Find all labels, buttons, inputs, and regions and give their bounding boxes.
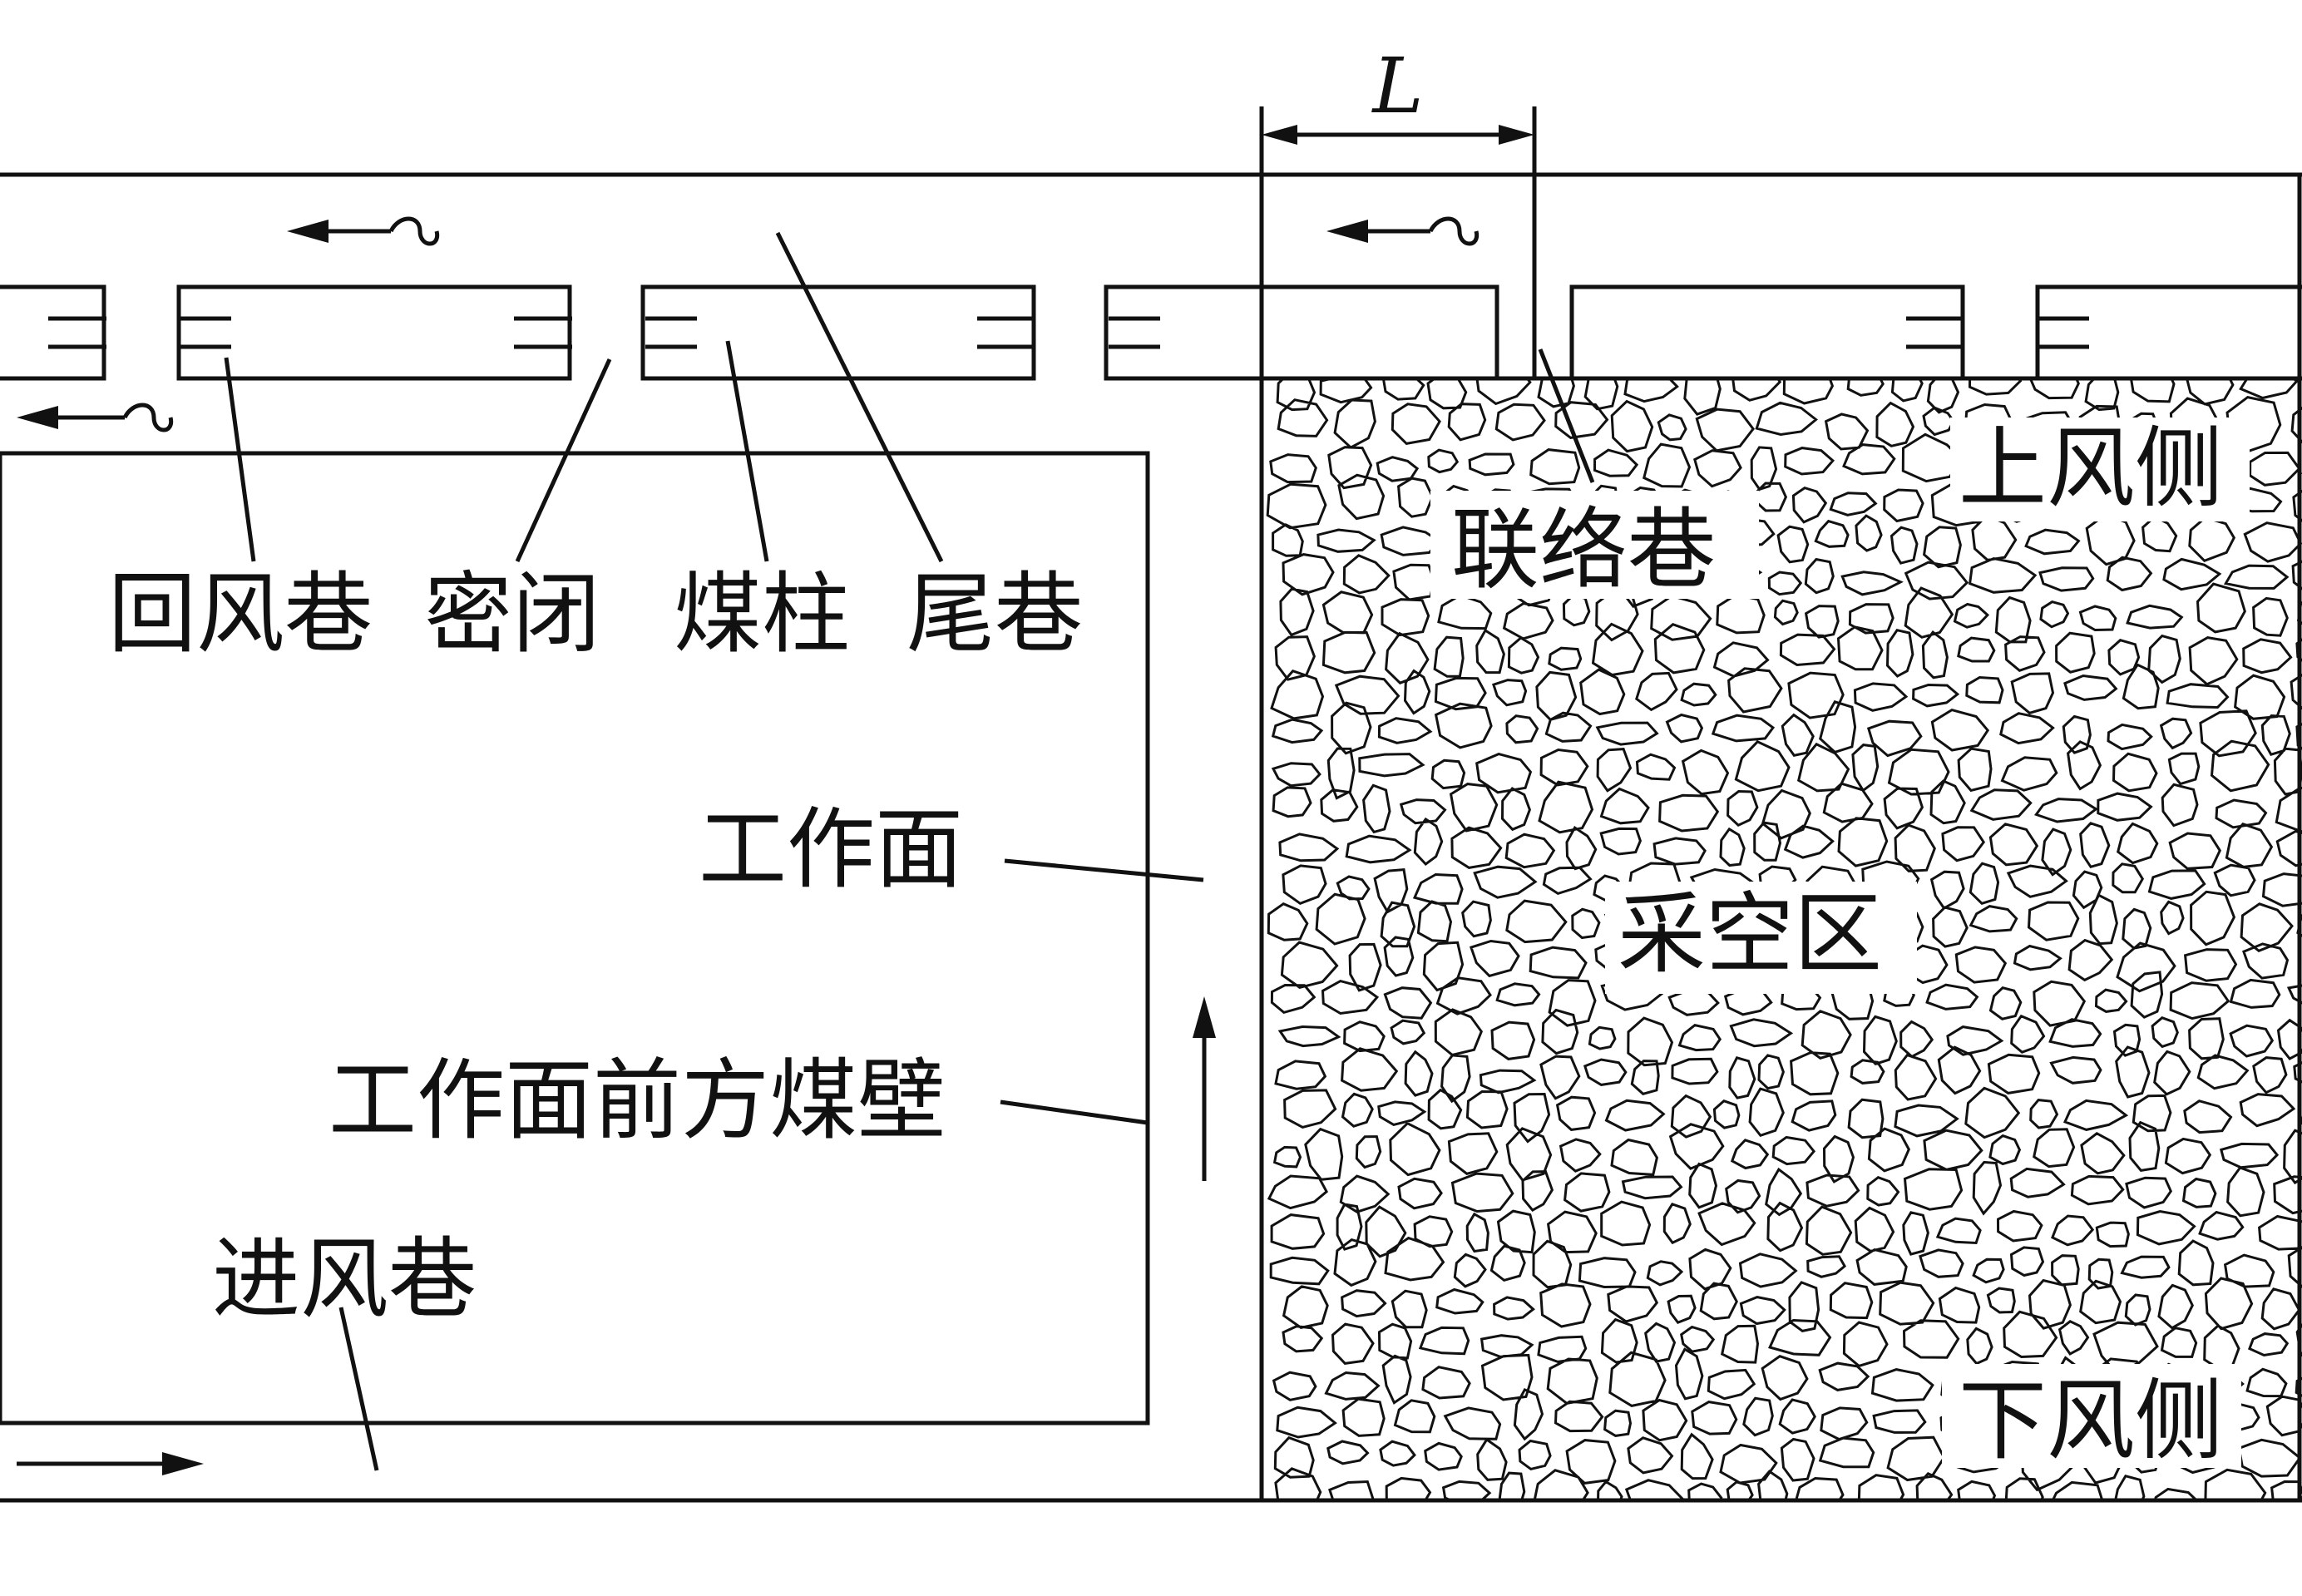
leader-seal: [515, 358, 612, 563]
leader-tail-roadway: [775, 231, 944, 563]
dimension-l: L: [1259, 42, 1537, 378]
coal-block: [0, 451, 1150, 1426]
seal-symbol: [514, 316, 697, 349]
leader-connecting-roadway: [1538, 348, 1595, 483]
coal-pillar: [2035, 284, 2302, 381]
leader-working-face: [1004, 858, 1204, 882]
seals: [48, 316, 2089, 349]
label-goaf: 采空区: [1618, 883, 1882, 986]
coal-pillars: [0, 284, 2302, 381]
label-return-airway: 回风巷: [108, 563, 373, 665]
label-seal: 密闭: [424, 563, 600, 665]
label-coal-pillar: 煤柱: [674, 563, 850, 665]
label-coal-wall-ahead: 工作面前方煤壁: [329, 1050, 946, 1152]
label-working-face: 工作面: [699, 798, 963, 901]
roadway-frame: [0, 172, 2302, 1503]
leader-lines: [224, 231, 1595, 1471]
airflow-arrows: [17, 216, 1480, 1475]
labels: 回风巷 密闭 煤柱 尾巷 联络巷 上风侧 工作面 采空区 工作面前方煤壁 进风巷…: [108, 418, 2223, 1472]
seal-symbol: [48, 316, 231, 349]
leader-coal-wall: [1000, 1099, 1149, 1125]
return-airway-airflow-arrow: [17, 403, 174, 432]
label-intake-airway: 进风巷: [212, 1228, 477, 1331]
label-connecting-roadway: 联络巷: [1451, 499, 1716, 601]
tail-roadway-airflow-arrow-right: [1326, 216, 1480, 246]
leader-coal-pillar: [725, 340, 769, 562]
label-upwind-side: 上风侧: [1959, 418, 2223, 520]
leader-intake-airway: [338, 1307, 379, 1471]
coal-pillar: [0, 284, 106, 381]
tail-roadway-airflow-arrow-left: [287, 216, 440, 246]
label-downwind-side: 下风侧: [1959, 1370, 2223, 1472]
coal-pillar: [1569, 284, 1965, 381]
intake-airway-airflow-arrow: [17, 1452, 204, 1475]
coal-pillar: [176, 284, 572, 381]
goaf-label-backgrounds: [1430, 418, 2250, 1468]
seal-symbol: [1906, 316, 2089, 349]
dimension-label: L: [1371, 42, 1423, 131]
coal-pillar: [1104, 284, 1499, 381]
label-tail-roadway: 尾巷: [906, 563, 1083, 665]
seal-symbol: [977, 316, 1160, 349]
working-face-airflow-arrow: [1193, 996, 1216, 1181]
leader-return-airway: [224, 357, 256, 562]
coal-pillar: [640, 284, 1036, 381]
